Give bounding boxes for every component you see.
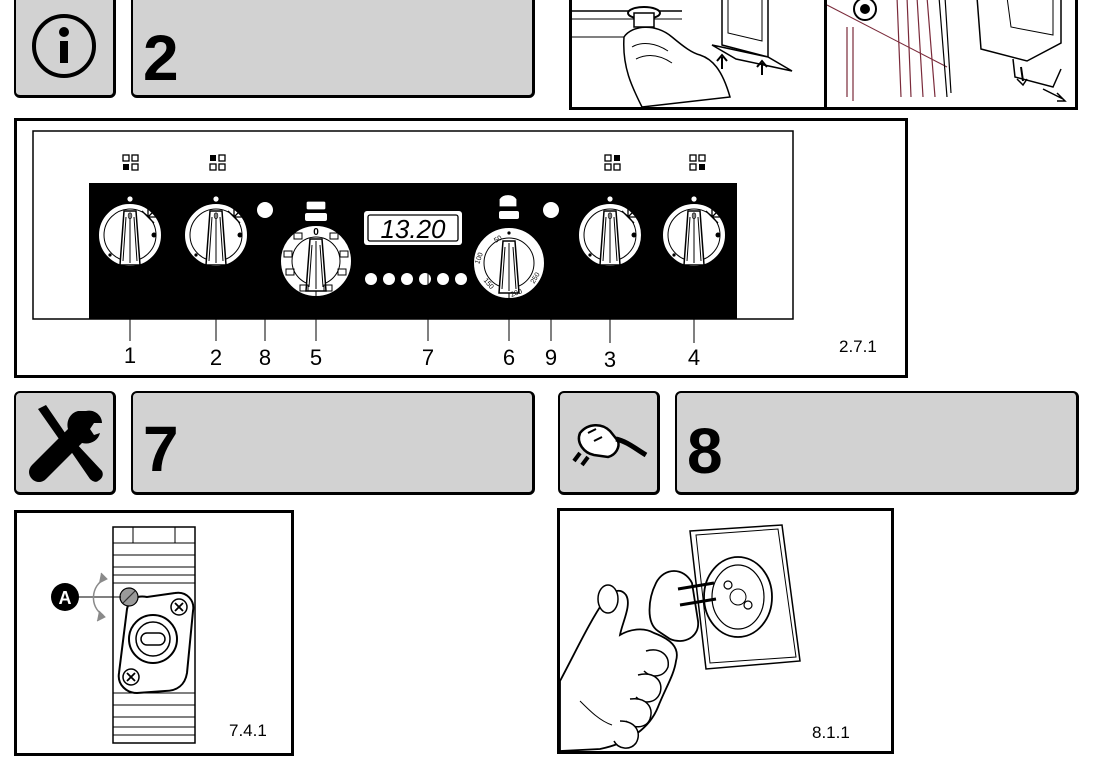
callout-2: 2	[209, 345, 223, 370]
timer-display-frame	[364, 211, 462, 245]
thermostat-mark-250: 250	[530, 271, 542, 285]
hob-symbol-4	[689, 154, 706, 171]
section-2-bar: 2	[131, 0, 535, 98]
thermostat-mark-50: 50	[493, 235, 503, 245]
plug-icon-box	[558, 391, 660, 495]
callout-9: 9	[544, 345, 558, 370]
figure-label-2-7-1: 2.7.1	[839, 337, 877, 356]
info-icon-box	[14, 0, 116, 98]
figure-label-8-1-1: 8.1.1	[812, 723, 850, 742]
section-8-number: 8	[687, 415, 723, 487]
callout-7: 7	[421, 345, 435, 370]
info-icon	[32, 14, 96, 78]
section-7-number: 7	[143, 413, 179, 485]
hob-symbol-1	[122, 154, 139, 171]
indicator-lamp-9	[543, 202, 559, 218]
hob-symbol-2	[209, 154, 226, 171]
section-2-number: 2	[143, 22, 179, 94]
plug-icon	[572, 424, 648, 467]
valve-adjustment-figure: A 7.4.1	[14, 510, 294, 756]
marker-a-label: A	[59, 588, 72, 608]
callout-5: 5	[309, 345, 323, 370]
tools-icon-box	[14, 391, 116, 495]
oven-drawer-illustration	[824, 0, 1078, 110]
callout-8: 8	[258, 345, 272, 370]
timer-buttons[interactable]	[365, 273, 467, 285]
control-panel-figure: 0 0	[14, 118, 908, 378]
callout-4: 4	[687, 345, 701, 370]
tools-icon	[29, 405, 103, 482]
thermostat-knob[interactable]: 50 100 150 200 250	[472, 226, 546, 300]
callout-3: 3	[603, 347, 617, 372]
callout-1: 1	[123, 343, 137, 368]
svg-text:0: 0	[313, 227, 319, 238]
timer-display: 13.20	[380, 214, 446, 244]
control-panel-drawing: 0 0	[32, 130, 794, 343]
thermostat-mark-200: 200	[510, 288, 523, 299]
hob-symbol-3	[604, 154, 621, 171]
socket-unplug-figure: 8.1.1	[557, 508, 894, 754]
section-7-bar: 7	[131, 391, 535, 495]
marker-a-circle	[51, 583, 79, 611]
oven-feet-illustration	[569, 0, 827, 110]
figure-label-7-4-1: 7.4.1	[229, 721, 267, 740]
section-8-bar: 8	[675, 391, 1079, 495]
function-selector-knob[interactable]: 0	[279, 224, 353, 298]
indicator-lamp-8	[257, 202, 273, 218]
callout-6: 6	[502, 345, 516, 370]
thermostat-mark-100: 100	[474, 252, 485, 265]
